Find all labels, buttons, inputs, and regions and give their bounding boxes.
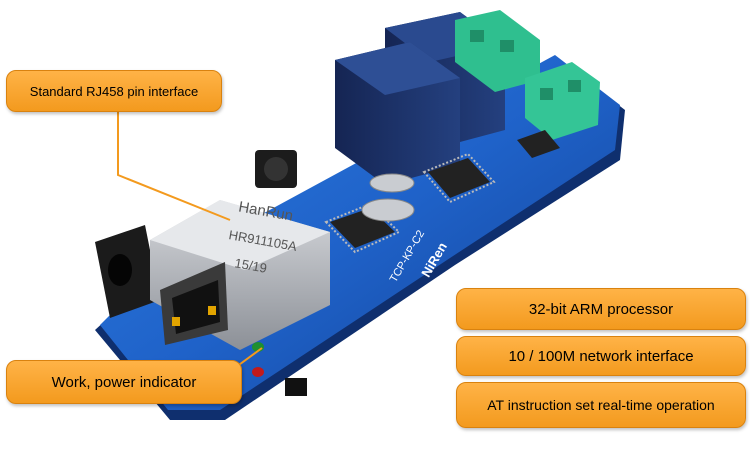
- small-chip: [517, 130, 560, 158]
- at-instruction-callout: AT instruction set real-time operation: [456, 382, 746, 428]
- network-chip: [422, 152, 496, 204]
- network-interface-callout: 10 / 100M network interface: [456, 336, 746, 376]
- relay-front: [335, 42, 460, 185]
- rj45-jack: [150, 200, 330, 350]
- crystal-oscillator: [361, 198, 415, 222]
- power-jack: [95, 225, 160, 318]
- reset-button: [285, 378, 307, 396]
- indicator-callout: Work, power indicator: [6, 360, 242, 404]
- rj45-leader-line: [117, 110, 231, 221]
- terminal-block-rear: [455, 10, 540, 92]
- crystal-oscillator-top: [369, 173, 415, 193]
- terminal-block-front: [525, 62, 600, 140]
- rj45-interface-callout: Standard RJ458 pin interface: [6, 70, 222, 112]
- work-led-red: [252, 367, 264, 377]
- jack-date-label: 15/19: [233, 255, 268, 275]
- inductor: [255, 150, 297, 188]
- arm-processor-callout: 32-bit ARM processor: [456, 288, 746, 330]
